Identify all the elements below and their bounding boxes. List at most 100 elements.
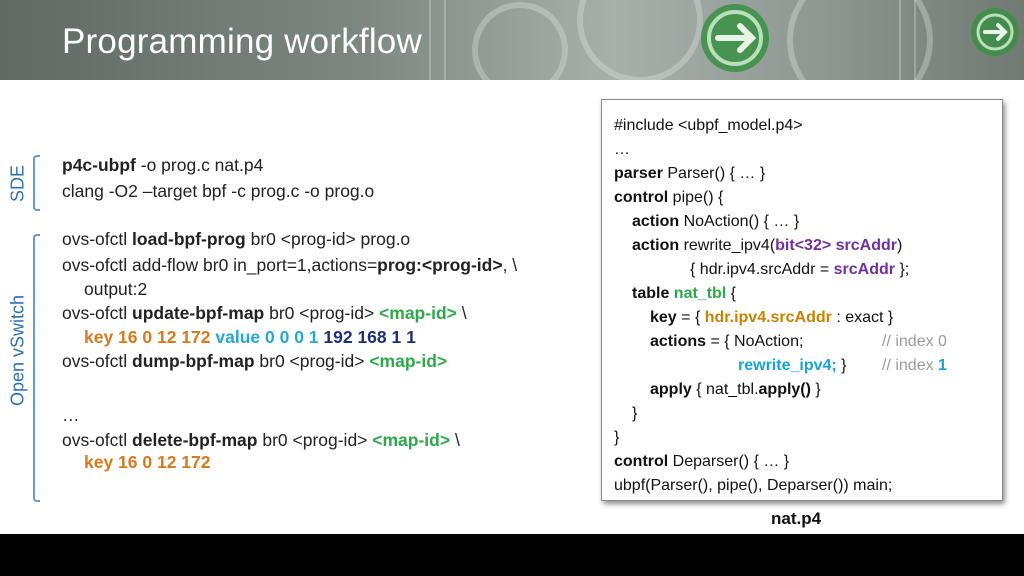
cmd-text: load-bpf-prog: [132, 229, 246, 249]
cmd-text: <map-id>: [372, 430, 451, 450]
code-text: }: [810, 381, 821, 398]
code-text: = { NoAction;: [706, 333, 804, 350]
cmd-text: \: [456, 303, 467, 323]
cmd-line-6: ovs-ofctl update-bpf-map br0 <prog-id> <…: [62, 302, 467, 325]
code-text: { hdr.ipv4.srcAddr =: [690, 261, 834, 278]
cmd-line-8: ovs-ofctl dump-bpf-map br0 <prog-id> <ma…: [62, 350, 447, 373]
cmd-text: p4c-ubpf: [62, 155, 136, 175]
cmd-line-4: ovs-ofctl add-flow br0 in_port=1,actions…: [62, 254, 517, 277]
code-text: Deparser() { … }: [668, 453, 790, 470]
cmd-text: br0 <prog-id>: [254, 351, 370, 371]
code-index: 1: [938, 357, 947, 374]
code-line: apply { nat_tbl.apply() }: [650, 378, 821, 402]
code-field: hdr.ipv4.srcAddr: [704, 309, 832, 326]
code-text: …: [614, 141, 630, 158]
cmd-line-3: ovs-ofctl load-bpf-prog br0 <prog-id> pr…: [62, 228, 410, 251]
cmd-text: 0 0 0 1: [260, 327, 319, 347]
code-line: control pipe() {: [614, 186, 723, 210]
cmd-text: , \: [502, 255, 518, 275]
code-line: #include <ubpf_model.p4>: [614, 114, 803, 138]
code-keyword: apply(): [758, 381, 811, 398]
code-table-name: nat_tbl: [669, 285, 727, 302]
code-comment: // index 1: [882, 354, 947, 378]
ovs-bracket: [33, 234, 40, 502]
code-line: actions = { NoAction;: [650, 330, 803, 354]
code-line: parser Parser() { … }: [614, 162, 765, 186]
code-text: }: [632, 405, 638, 422]
sde-bracket: [33, 155, 40, 211]
cmd-text: <map-id>: [379, 303, 457, 323]
cmd-text: <map-id>: [369, 351, 448, 371]
cmd-line-7: key 16 0 12 172 value 0 0 0 1 192 168 1 …: [84, 326, 416, 349]
title-banner: Programming workflow: [0, 0, 1024, 80]
cmd-text: ovs-ofctl: [62, 430, 133, 450]
cmd-text: value: [210, 327, 261, 347]
code-keyword: parser: [614, 165, 663, 182]
code-text: }: [836, 357, 847, 374]
code-line: }: [614, 426, 619, 450]
sde-label: SDE: [7, 165, 28, 203]
code-param: bit<32> srcAddr: [775, 237, 897, 254]
code-text: NoAction() { … }: [679, 213, 800, 230]
code-line: key = { hdr.ipv4.srcAddr : exact }: [650, 306, 893, 330]
code-line: action NoAction() { … }: [632, 210, 799, 234]
code-text: ): [896, 237, 903, 254]
code-panel: #include <ubpf_model.p4> … parser Parser…: [601, 99, 1003, 501]
code-keyword: key: [650, 309, 677, 326]
code-param: srcAddr: [833, 261, 895, 278]
code-text: #include <ubpf_model.p4>: [614, 117, 803, 134]
cmd-line-2: clang -O2 –target bpf -c prog.c -o prog.…: [62, 180, 374, 203]
code-text: ubpf(Parser(), pipe(), Deparser()) main;: [614, 477, 893, 494]
cmd-text: prog:<prog-id>: [377, 255, 503, 275]
cmd-line-10: ovs-ofctl delete-bpf-map br0 <prog-id> <…: [62, 429, 460, 452]
code-keyword: table: [632, 285, 670, 302]
footer-bar: [0, 534, 1024, 576]
cmd-text: -o prog.c nat.p4: [135, 155, 264, 175]
code-comment-text: // index 0: [882, 333, 947, 350]
page-title: Programming workflow: [62, 22, 422, 61]
code-text: = {: [676, 309, 705, 326]
cmd-text: ovs-ofctl: [62, 229, 133, 249]
code-keyword: action: [632, 237, 680, 254]
cmd-text: …: [62, 405, 80, 425]
cmd-text: key 16 0 12 172: [84, 452, 211, 472]
code-line: control Deparser() { … }: [614, 450, 789, 474]
cmd-text: ovs-ofctl add-flow br0 in_port=1,actions…: [62, 255, 378, 275]
cmd-line-5: output:2: [84, 278, 147, 301]
code-line: rewrite_ipv4; }: [738, 354, 847, 378]
code-line: action rewrite_ipv4(bit<32> srcAddr): [632, 234, 902, 258]
code-text: };: [895, 261, 910, 278]
cmd-text: \: [450, 430, 460, 450]
code-text: }: [614, 429, 620, 446]
cmd-text: key 16 0 12 172: [84, 327, 211, 347]
cmd-text: ovs-ofctl: [62, 303, 133, 323]
code-text: { nat_tbl.: [691, 381, 759, 398]
code-text: rewrite_ipv4(: [679, 237, 776, 254]
code-line: { hdr.ipv4.srcAddr = srcAddr };: [690, 258, 909, 282]
cmd-text: delete-bpf-map: [132, 430, 258, 450]
code-keyword: control: [614, 453, 669, 470]
code-line: ubpf(Parser(), pipe(), Deparser()) main;: [614, 474, 892, 498]
cmd-text: update-bpf-map: [132, 303, 265, 323]
code-line: table nat_tbl {: [632, 282, 736, 306]
banner-background-graphic: [429, 0, 1019, 80]
code-text: Parser() { … }: [662, 165, 766, 182]
cmd-line-1: p4c-ubpf -o prog.c nat.p4: [62, 154, 263, 177]
cmd-line-9: …: [62, 404, 80, 427]
cmd-text: output:2: [84, 279, 148, 299]
cmd-line-11: key 16 0 12 172: [84, 451, 211, 474]
code-line: …: [614, 138, 630, 162]
cmd-text: dump-bpf-map: [132, 351, 255, 371]
code-text: : exact }: [831, 309, 894, 326]
code-text: {: [726, 285, 737, 302]
code-caption: nat.p4: [771, 509, 822, 528]
ovs-label: Open vSwitch: [7, 294, 28, 407]
code-action: rewrite_ipv4;: [738, 357, 837, 374]
cmd-text: br0 <prog-id>: [264, 303, 380, 323]
code-keyword: apply: [650, 381, 692, 398]
code-line: }: [632, 402, 637, 426]
cmd-text: ovs-ofctl: [62, 351, 133, 371]
cmd-text: br0 <prog-id> prog.o: [245, 229, 411, 249]
code-keyword: action: [632, 213, 680, 230]
code-text: pipe() {: [668, 189, 724, 206]
